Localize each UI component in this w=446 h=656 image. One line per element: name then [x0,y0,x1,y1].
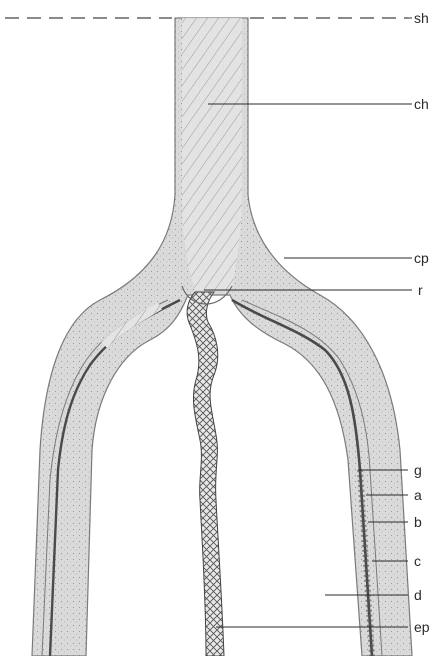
label-ep: ep [414,619,430,635]
label-a: a [414,487,422,503]
label-b: b [414,514,422,530]
label-g: g [414,462,422,478]
diagram-labels: sh ch cp r g a b c d ep [414,10,430,635]
label-ch: ch [414,96,429,112]
label-r: r [418,282,423,298]
central-canal [182,18,242,290]
label-c: c [414,553,421,569]
label-d: d [414,587,422,603]
label-sh: sh [414,10,429,26]
label-cp: cp [414,250,429,266]
epithelial-strand [187,292,224,656]
